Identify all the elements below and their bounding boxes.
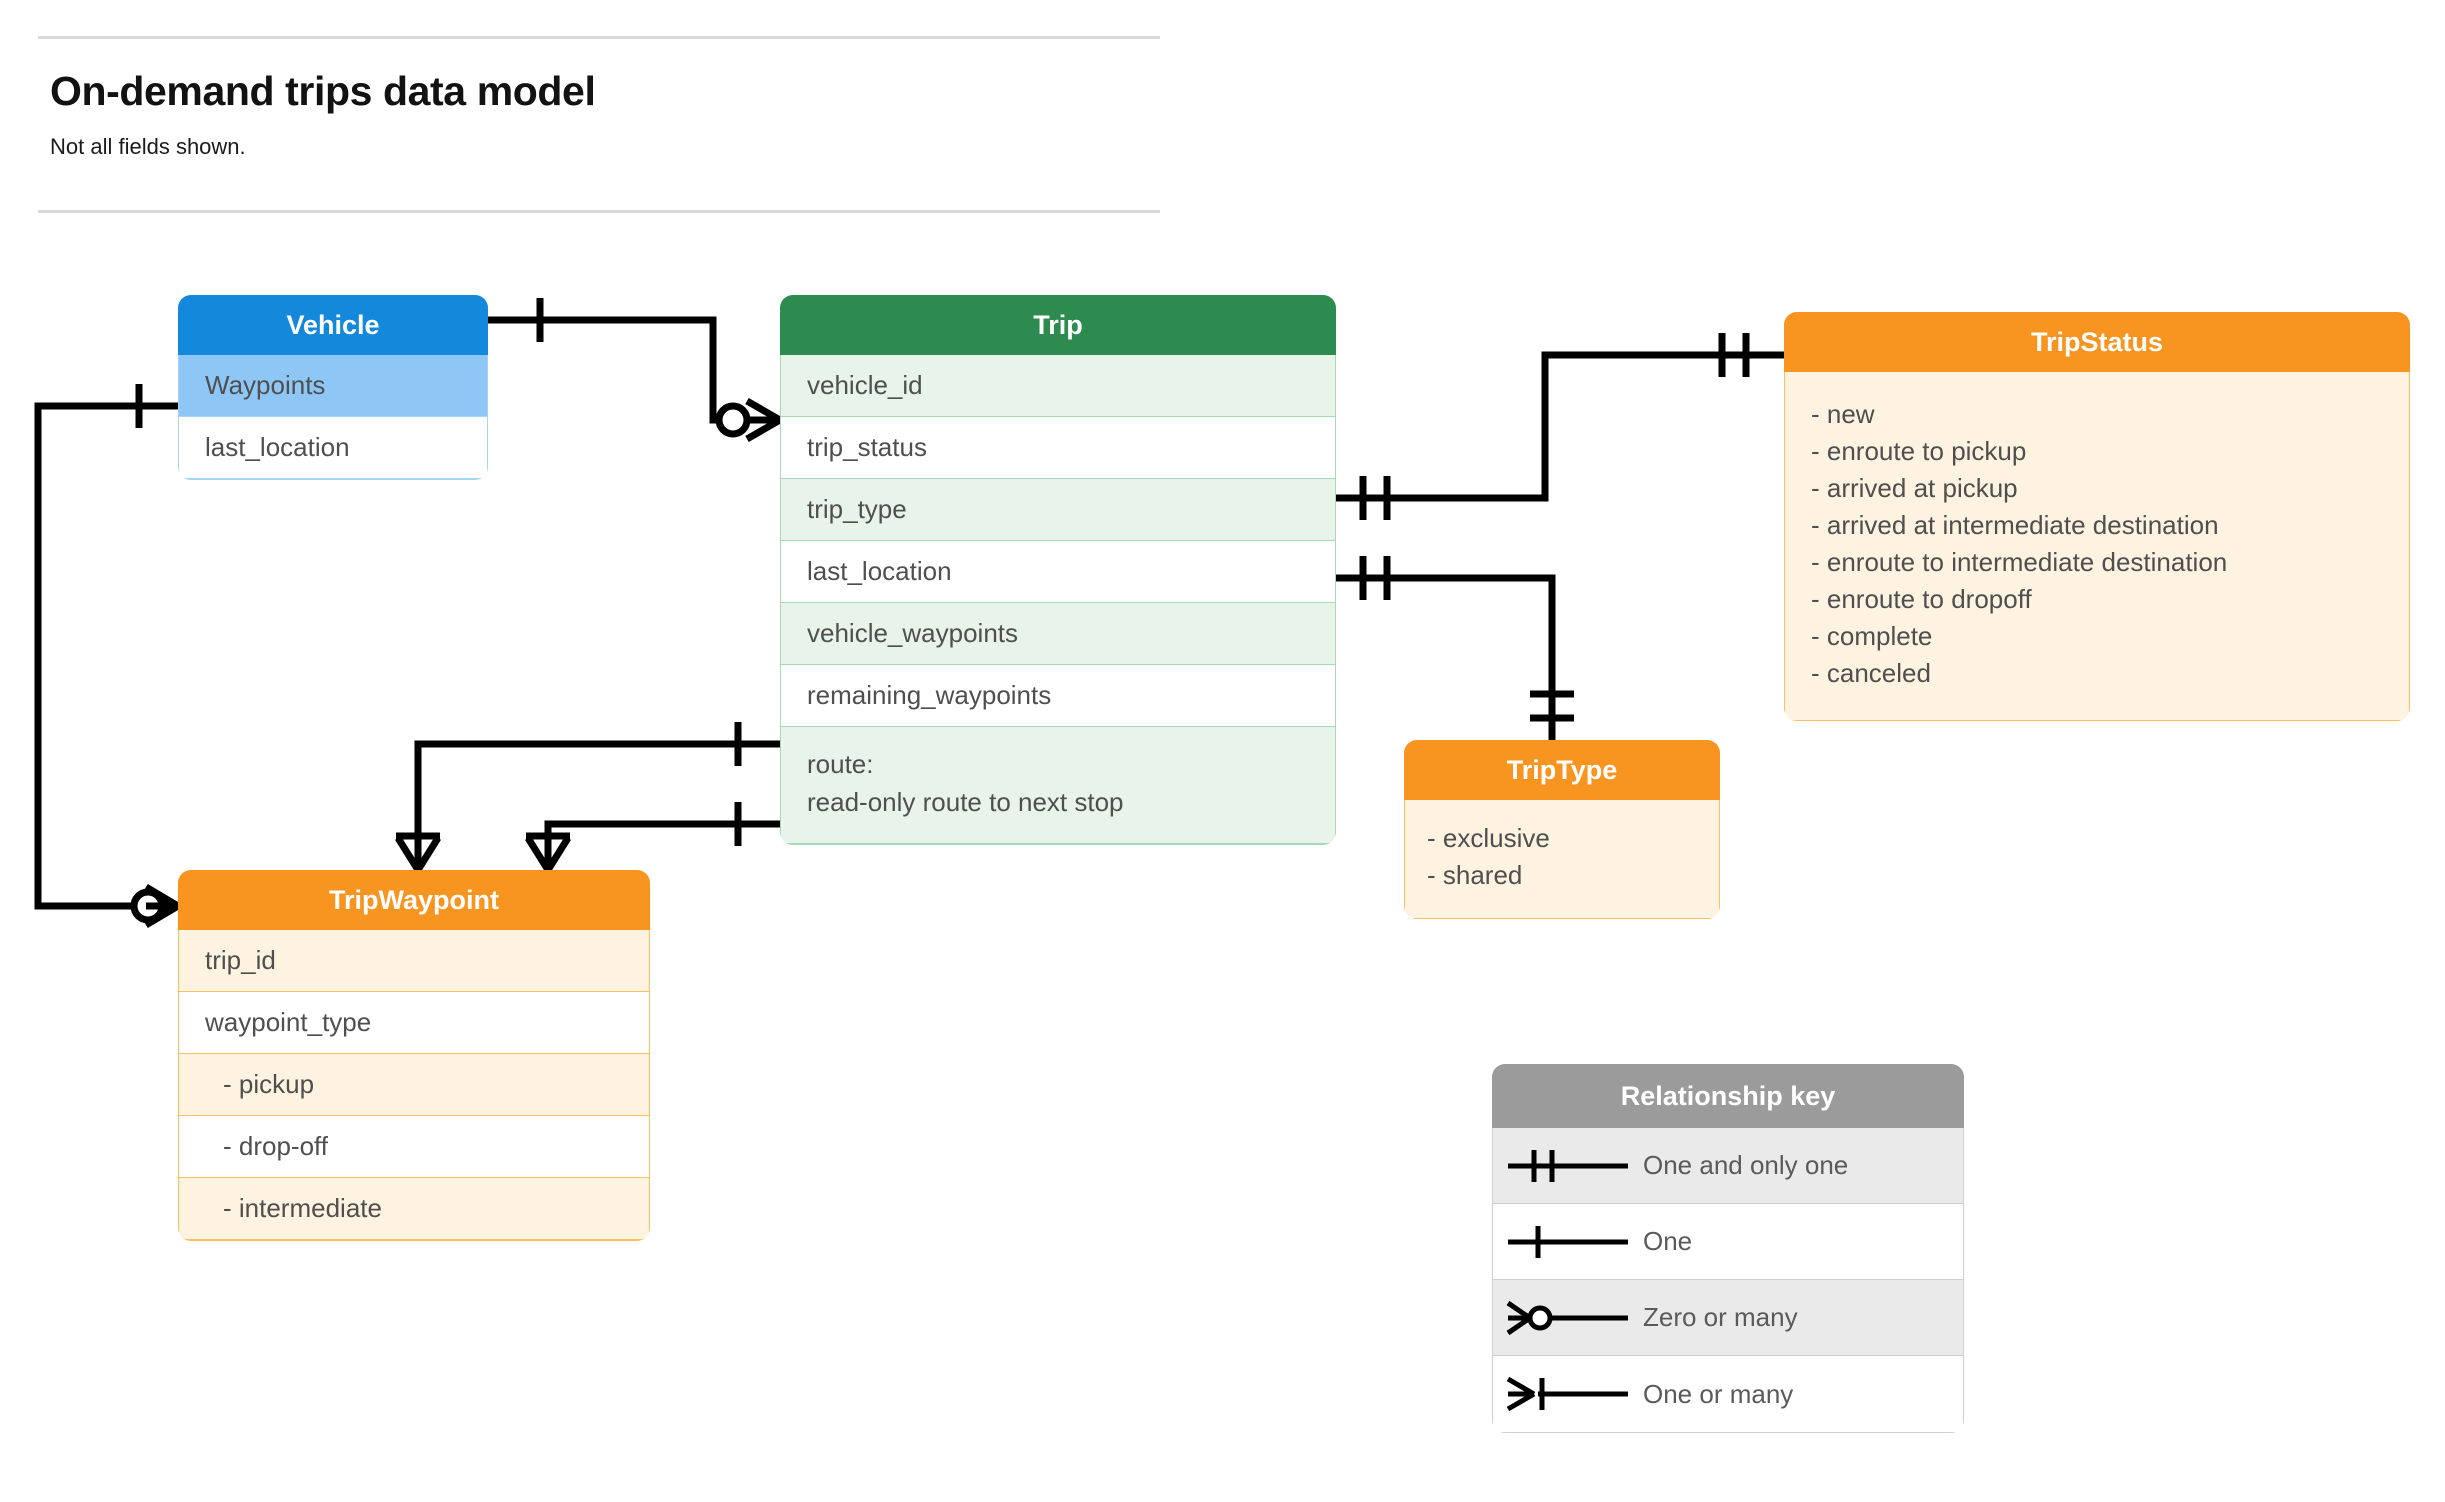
entity-tripwaypoint[interactable]: TripWaypoint trip_id waypoint_type - pic…	[178, 870, 650, 1241]
legend-item-label: One and only one	[1643, 1150, 1849, 1180]
tripstatus-value: - enroute to dropoff	[1811, 584, 2032, 614]
entity-tripstatus-title: TripStatus	[1784, 312, 2410, 372]
legend-item-label: Zero or many	[1643, 1302, 1798, 1332]
legend-title: Relationship key	[1492, 1064, 1964, 1128]
link-vehicle-waypoints-field	[414, 740, 780, 870]
entity-tripwaypoint-title: TripWaypoint	[178, 870, 650, 930]
link-trip-triptype	[1336, 574, 1556, 740]
tripstatus-value: - enroute to pickup	[1811, 436, 2027, 466]
triptype-value: - exclusive	[1427, 823, 1550, 853]
legend-item-one: One	[1493, 1204, 1963, 1280]
field-trip-trip-status[interactable]: trip_status	[781, 417, 1335, 479]
field-trip-vehicle-waypoints[interactable]: vehicle_waypoints	[781, 603, 1335, 665]
legend-item-label: One	[1643, 1226, 1693, 1256]
field-tripwaypoint-trip-id[interactable]: trip_id	[179, 930, 649, 992]
zero-or-many-icon	[1493, 1295, 1643, 1341]
legend-item-label: One or many	[1643, 1378, 1794, 1409]
one-and-only-one-icon	[1493, 1143, 1643, 1189]
tripstatus-value: - enroute to intermediate destination	[1811, 547, 2228, 577]
page-title: On-demand trips data model	[50, 68, 596, 114]
legend-item-one-and-only-one: One and only one	[1493, 1128, 1963, 1204]
triptype-value: - shared	[1427, 860, 1523, 890]
legend-item-zero-or-many: Zero or many	[1493, 1280, 1963, 1356]
tripstatus-value: - arrived at intermediate destination	[1811, 510, 2219, 540]
legend-items: One and only one One	[1492, 1128, 1964, 1433]
field-trip-remaining-waypoints[interactable]: remaining_waypoints	[781, 665, 1335, 727]
tripwaypoint-value-dropoff: - drop-off	[179, 1116, 649, 1178]
entity-trip-fields: vehicle_id trip_status trip_type last_lo…	[780, 355, 1336, 846]
field-trip-route-line2: read-only route to next stop	[807, 786, 1124, 817]
tripstatus-value: - arrived at pickup	[1811, 473, 2018, 503]
link-remaining-waypoints-field	[544, 820, 780, 870]
entity-triptype[interactable]: TripType - exclusive - shared	[1404, 740, 1720, 919]
tripwaypoint-value-intermediate: - intermediate	[179, 1178, 649, 1240]
entity-vehicle-fields: Waypoints last_location	[178, 355, 488, 480]
tripstatus-value: - new	[1811, 399, 1875, 429]
field-trip-route[interactable]: route: read-only route to next stop	[781, 727, 1335, 845]
tripstatus-value: - canceled	[1811, 658, 1931, 688]
field-vehicle-last-location[interactable]: last_location	[179, 417, 487, 479]
entity-triptype-values: - exclusive - shared	[1404, 800, 1720, 919]
legend-item-one-or-many: One or many	[1493, 1356, 1963, 1432]
field-vehicle-waypoints[interactable]: Waypoints	[179, 355, 487, 417]
tripwaypoint-value-pickup: - pickup	[179, 1054, 649, 1116]
field-trip-last-location[interactable]: last_location	[781, 541, 1335, 603]
field-tripwaypoint-waypoint-type[interactable]: waypoint_type	[179, 992, 649, 1054]
entity-trip[interactable]: Trip vehicle_id trip_status trip_type la…	[780, 295, 1336, 846]
field-trip-vehicle-id[interactable]: vehicle_id	[781, 355, 1335, 417]
tripstatus-value: - complete	[1811, 621, 1933, 651]
link-trip-tripstatus	[1336, 351, 1784, 502]
entity-tripstatus-values: - new - enroute to pickup - arrived at p…	[1784, 372, 2410, 721]
field-trip-route-line1: route:	[807, 749, 874, 779]
entity-triptype-title: TripType	[1404, 740, 1720, 800]
relationship-key-legend: Relationship key One and only one	[1492, 1064, 1964, 1433]
entity-tripstatus[interactable]: TripStatus - new - enroute to pickup - a…	[1784, 312, 2410, 721]
link-vehicle-waypoints-tripwaypoint	[34, 402, 178, 910]
one-icon	[1493, 1219, 1643, 1265]
field-trip-trip-type[interactable]: trip_type	[781, 479, 1335, 541]
page-subtitle: Not all fields shown.	[50, 134, 246, 159]
header-rule-top	[38, 36, 1160, 39]
entity-vehicle[interactable]: Vehicle Waypoints last_location	[178, 295, 488, 480]
entity-trip-title: Trip	[780, 295, 1336, 355]
link-vehicle-trip	[488, 316, 770, 424]
entity-vehicle-title: Vehicle	[178, 295, 488, 355]
entity-tripwaypoint-fields: trip_id waypoint_type - pickup - drop-of…	[178, 930, 650, 1241]
one-or-many-icon	[1493, 1371, 1643, 1417]
header-rule-bottom	[38, 210, 1160, 213]
